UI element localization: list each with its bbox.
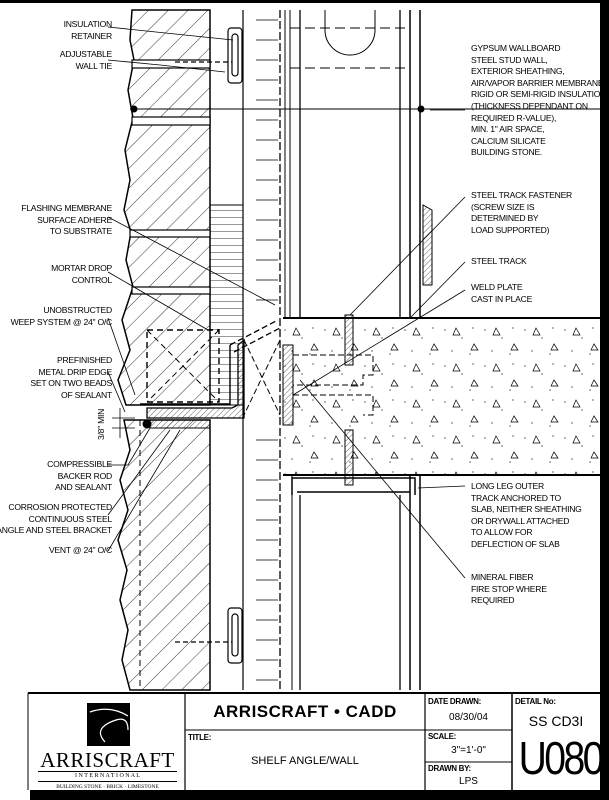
label-line: STEEL TRACK FASTENER — [471, 190, 573, 200]
label-line: DETERMINED BY — [471, 213, 539, 224]
logo-text: ARRISCRAFT I N T E R N A T I O N A L BUI… — [30, 750, 185, 791]
label-line: OF SEALANT — [61, 389, 112, 400]
label-line: SLAB, NEITHER SHEATHING — [471, 504, 582, 515]
steel-track — [291, 477, 416, 495]
label-line: REQUIRED — [471, 595, 515, 606]
scale-value: 3"=1'-0" — [451, 745, 486, 756]
label-steel-track: STEEL TRACK — [471, 256, 527, 268]
label-line: (THICKNESS DEPENDANT ON — [471, 100, 588, 111]
label-line: TO SUBSTRATE — [49, 226, 112, 237]
label-line: COMPRESSIBLE — [47, 459, 112, 469]
label-line: SURFACE ADHERE — [37, 214, 112, 225]
dimension-label: 3/8" MIN — [96, 408, 106, 440]
scale-label: SCALE: — [428, 732, 456, 741]
label-line: CONTROL — [71, 274, 113, 285]
label-line: CONTINUOUS STEEL — [28, 513, 113, 524]
label-line: DEFLECTION OF SLAB — [471, 538, 560, 549]
label-line: ADJUSTABLE — [59, 49, 113, 59]
label-line: ANGLE AND STEEL BRACKET — [0, 525, 112, 536]
concrete-slab — [282, 314, 600, 486]
title-label: TITLE: — [188, 733, 212, 742]
label-line: WELD PLATE — [471, 282, 523, 292]
label-line: CALCIUM SILICATE — [471, 135, 546, 146]
logo-tagline: BUILDING STONE · BRICK · LIMESTONE — [56, 784, 159, 790]
label-line: STEEL STUD WALL, — [471, 54, 548, 65]
leader-lines — [107, 26, 466, 579]
label-line: RETAINER — [71, 30, 112, 41]
shelf-angle — [140, 319, 281, 429]
label-line: TRACK ANCHORED TO — [471, 492, 561, 503]
drawing-title: SHELF ANGLE/WALL — [251, 755, 359, 767]
steel-stud-wall — [130, 10, 600, 690]
date-label: DATE DRAWN: — [428, 697, 481, 706]
company-name: ARRISCRAFT • CADD — [213, 702, 397, 721]
wall-tie — [175, 27, 243, 664]
label-line: CORROSION PROTECTED — [8, 502, 112, 512]
detail-number: U080 — [518, 732, 605, 784]
label-line: UNOBSTRUCTED — [43, 305, 112, 315]
label-line: RIGID OR SEMI-RIGID INSULATION — [471, 89, 607, 100]
arriscraft-logo-mark — [87, 703, 130, 746]
label-line: VENT @ 24" O/C — [48, 545, 112, 555]
label-line: LONG LEG OUTER — [471, 481, 544, 491]
label-line: PREFINISHED — [56, 355, 112, 365]
label-line: MINERAL FIBER — [471, 572, 534, 582]
label-line: FIRE STOP WHERE — [471, 583, 547, 594]
date-drawn: 08/30/04 — [449, 712, 488, 723]
label-line: AIR/VAPOR BARRIER MEMBRANE, — [471, 77, 606, 88]
label-line: (SCREW SIZE IS — [471, 201, 535, 212]
label-vent: VENT @ 24" O/C — [49, 545, 112, 557]
label-line: AND SEALANT — [55, 482, 112, 493]
label-line: WEEP SYSTEM @ 24" O/C — [10, 316, 113, 327]
label-line: METAL DRIP EDGE — [38, 366, 113, 377]
label-line: EXTERIOR SHEATHING, — [471, 66, 565, 77]
label-line: BACKER ROD — [57, 470, 113, 481]
detail-label: DETAIL No: — [515, 697, 556, 706]
label-line: OR DRYWALL ATTACHED — [471, 515, 570, 526]
detail-code: SS CD3I — [528, 713, 584, 729]
drawn-by-value: LPS — [459, 776, 478, 787]
label-line: INSULATION — [63, 19, 113, 29]
label-line: CAST IN PLACE — [471, 293, 533, 304]
label-line: REQUIRED R-VALUE), — [471, 112, 557, 123]
logo-name: ARRISCRAFT — [40, 748, 175, 772]
label-line: TO ALLOW FOR — [471, 527, 533, 538]
label-line: SET ON TWO BEADS — [30, 378, 112, 389]
label-line: STEEL TRACK — [471, 256, 527, 266]
label-line: MORTAR DROP — [51, 263, 112, 273]
drawn-by-label: DRAWN BY: — [428, 764, 471, 773]
label-line: BUILDING STONE. — [471, 147, 543, 158]
title-block-frame — [27, 692, 600, 790]
label-line: WALL TIE — [75, 60, 113, 71]
label-line: GYPSUM WALLBOARD — [471, 43, 561, 53]
label-line: LOAD SUPPORTED) — [471, 224, 550, 235]
label-line: FLASHING MEMBRANE — [21, 203, 112, 213]
label-line: MIN. 1" AIR SPACE, — [471, 124, 545, 135]
logo-sub: I N T E R N A T I O N A L — [38, 771, 177, 782]
dimension-marker — [112, 408, 135, 438]
